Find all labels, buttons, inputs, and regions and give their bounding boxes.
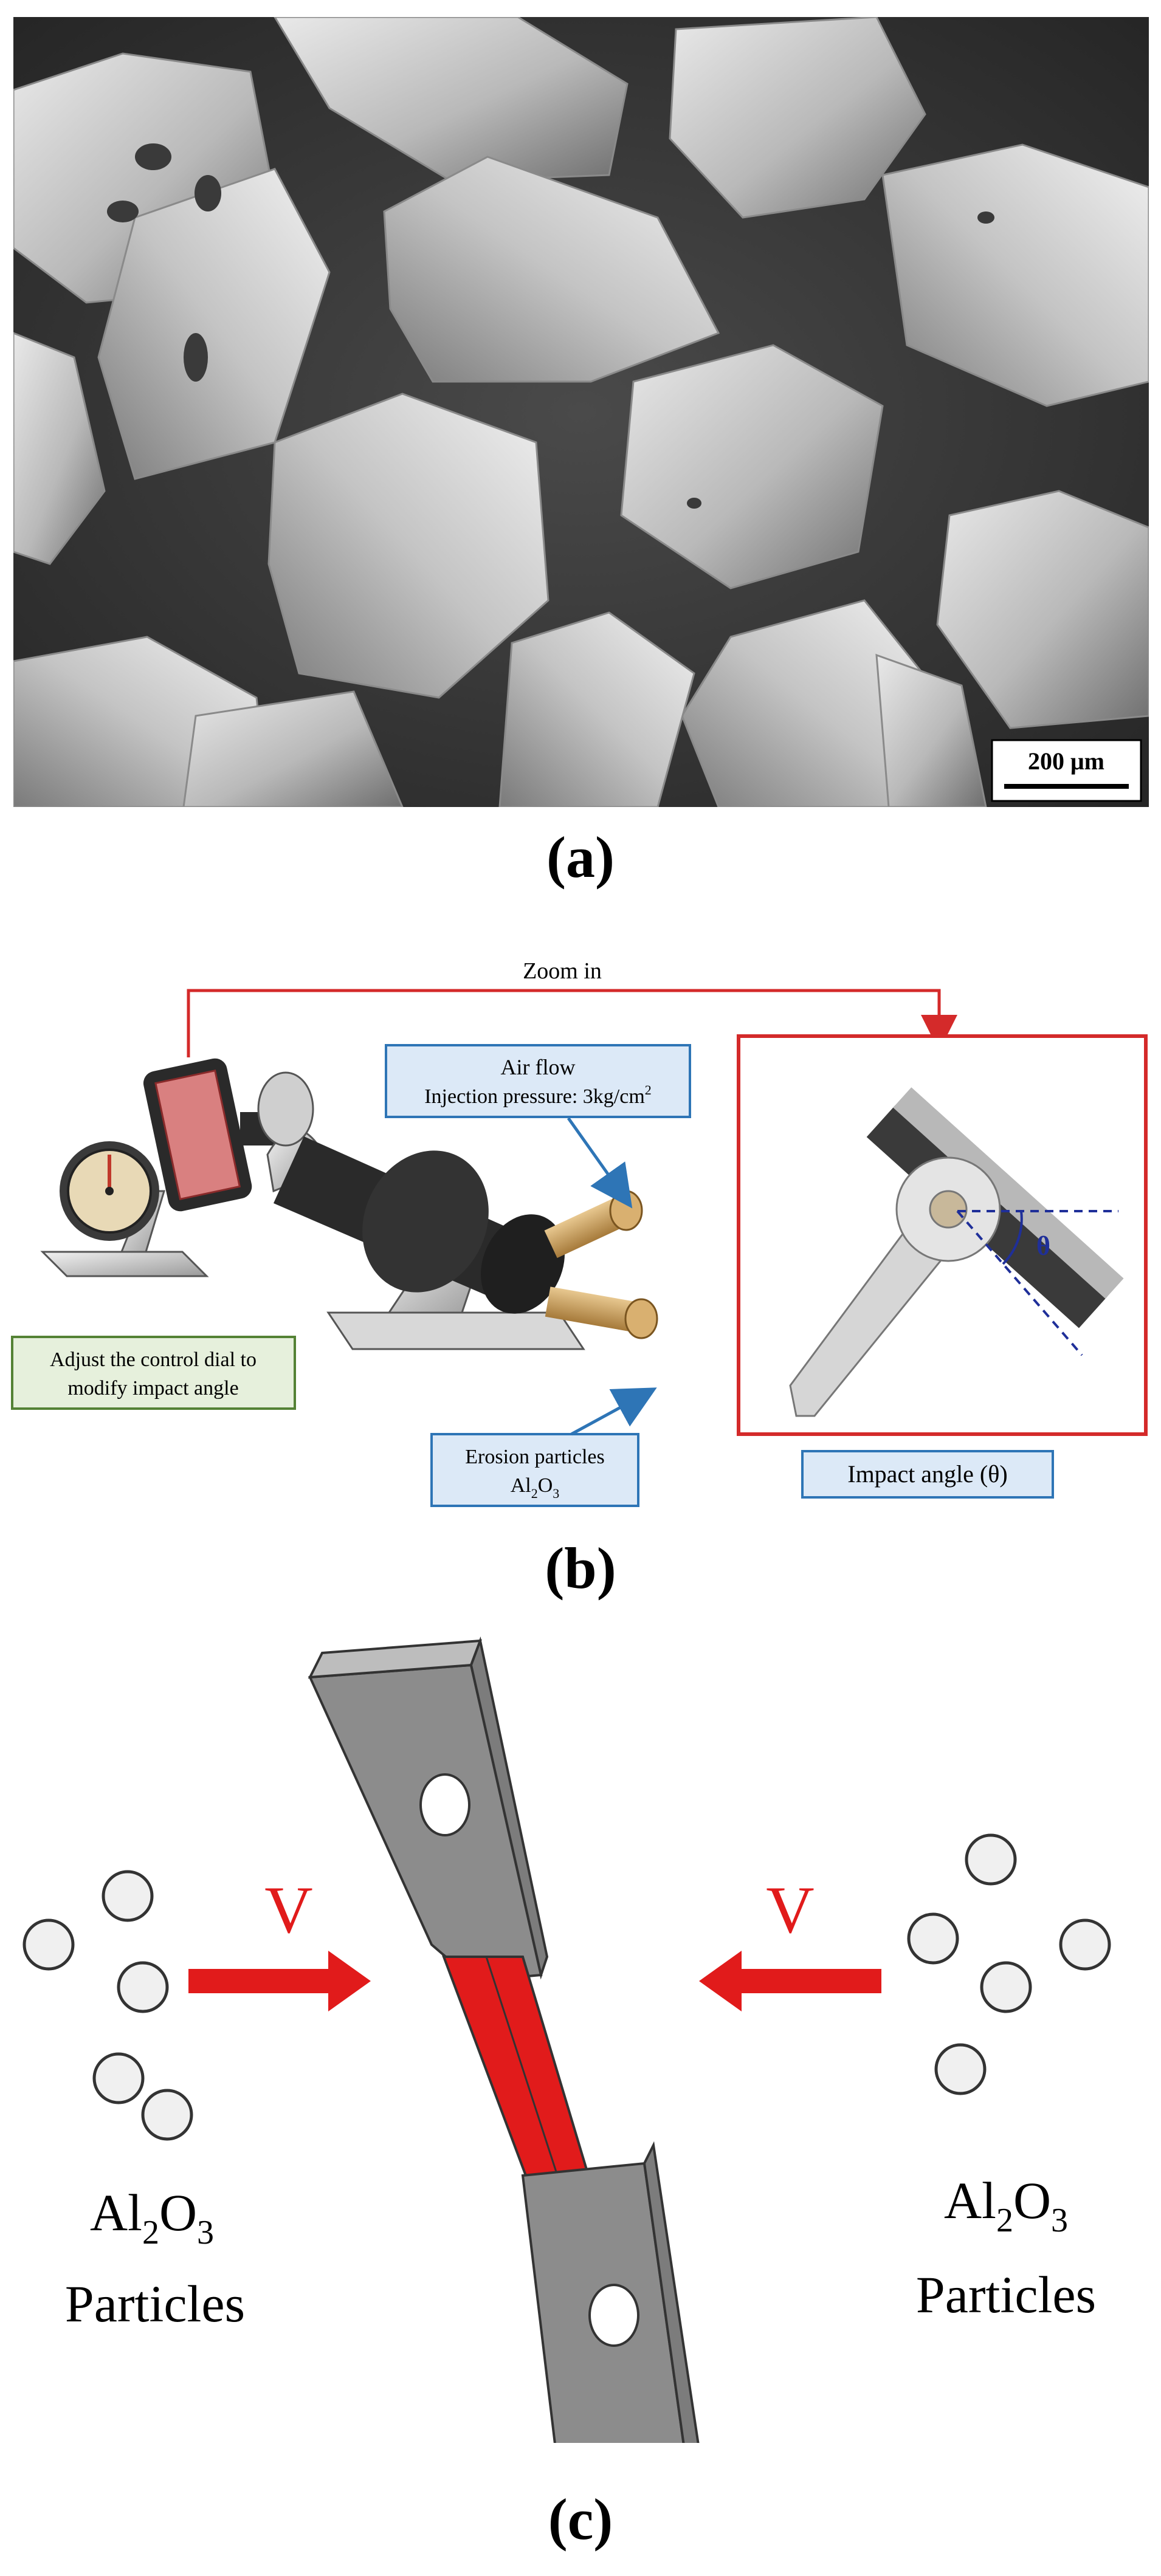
erosion-callout: Erosion particles Al2O3 bbox=[430, 1387, 657, 1507]
specimen-diagram: V V Al2O3 Particles Al2O3 Particles bbox=[22, 1636, 1111, 2481]
velocity-label-left: V bbox=[264, 1873, 312, 1947]
gauge-section-highlight bbox=[442, 1956, 598, 2201]
panel-a: 200 μm (a) bbox=[0, 0, 1161, 890]
formula-left: Al2O3 bbox=[90, 2183, 214, 2251]
sem-micrograph: 200 μm bbox=[13, 17, 1149, 807]
particles-label-left: Particles bbox=[65, 2275, 245, 2333]
scale-bar-label: 200 μm bbox=[1028, 747, 1104, 775]
scale-bar: 200 μm bbox=[991, 739, 1142, 802]
air-flow-callout: Air flow Injection pressure: 3kg/cm2 bbox=[385, 1044, 691, 1209]
air-flow-title: Air flow bbox=[501, 1055, 576, 1079]
caption-b: (b) bbox=[545, 1536, 616, 1601]
particles-left bbox=[22, 1870, 193, 2141]
dial-callout: Adjust the control dial to modify impact… bbox=[11, 1336, 296, 1410]
zoom-connector bbox=[187, 989, 957, 1057]
sample-holder bbox=[154, 1069, 241, 1201]
particles-label-right: Particles bbox=[916, 2265, 1096, 2324]
particles-right bbox=[907, 1833, 1111, 2095]
impact-angle-label: Impact angle (θ) bbox=[847, 1460, 1007, 1488]
grain-pores bbox=[107, 143, 994, 509]
erosion-formula: Al2O3 bbox=[511, 1474, 560, 1501]
dial-instruction-line1: Adjust the control dial to bbox=[50, 1348, 257, 1371]
erosion-title: Erosion particles bbox=[465, 1446, 604, 1468]
zoom-inset: θ bbox=[737, 1034, 1148, 1436]
caption-c: (c) bbox=[548, 2487, 613, 2552]
tensile-specimen bbox=[308, 1636, 701, 2481]
velocity-arrow-right: V bbox=[699, 1873, 881, 2011]
panel-c: V V Al2O3 Particles Al2O3 Particles bbox=[0, 1592, 1161, 2481]
erosion-tester-diagram: Zoom in bbox=[11, 958, 1148, 1507]
impact-angle-callout: Impact angle (θ) bbox=[801, 1450, 1054, 1499]
velocity-arrow-left: V bbox=[188, 1873, 371, 2011]
zoom-label: Zoom in bbox=[523, 958, 602, 984]
dial-instruction-line2: modify impact angle bbox=[67, 1377, 238, 1400]
caption-a: (a) bbox=[546, 825, 615, 890]
panel-b: Zoom in bbox=[0, 936, 1161, 1601]
dial-assembly bbox=[40, 1058, 317, 1277]
alumina-grains bbox=[13, 17, 1149, 807]
velocity-label-right: V bbox=[766, 1873, 814, 1947]
air-flow-pressure: Injection pressure: 3kg/cm2 bbox=[424, 1082, 652, 1108]
theta-symbol: θ bbox=[1036, 1231, 1050, 1261]
formula-right: Al2O3 bbox=[944, 2171, 1068, 2239]
nozzle-assembly bbox=[274, 1136, 658, 1350]
